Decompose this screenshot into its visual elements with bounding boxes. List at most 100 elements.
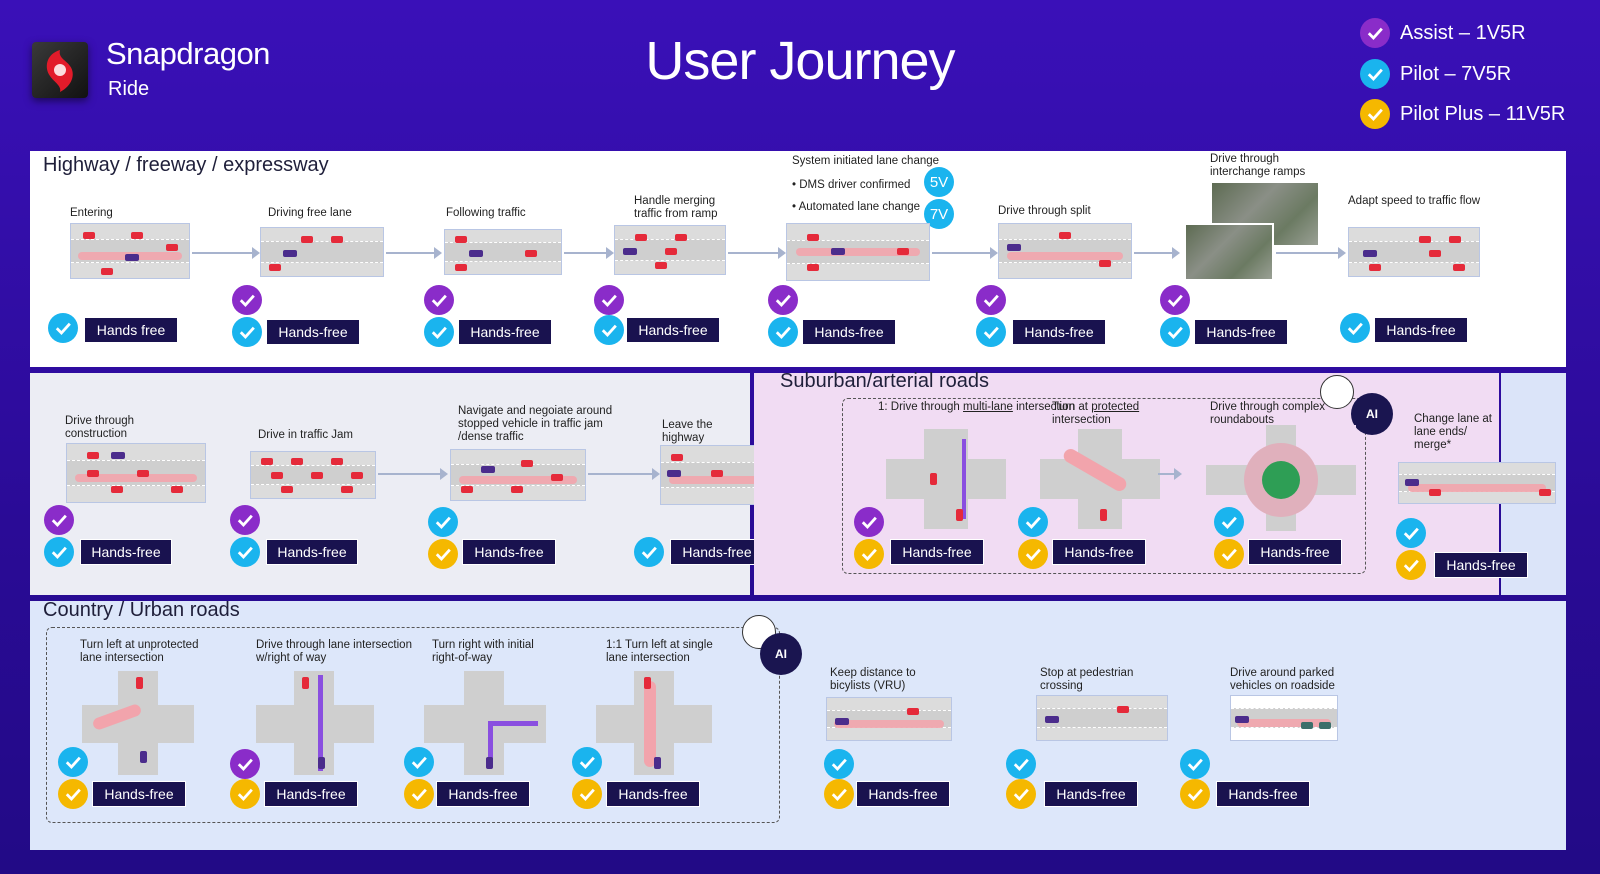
hands-free-badge: Hands-free — [1248, 539, 1342, 565]
hands-free-badge: Hands-free — [1216, 781, 1310, 807]
hands-free-badge: Hands-free — [1044, 781, 1138, 807]
legend-pilot: Pilot – 7V5R — [1360, 58, 1511, 90]
camera-count-badge: 5V — [924, 167, 954, 197]
step-label: Following traffic — [446, 207, 526, 219]
check-yellow-icon — [572, 779, 602, 809]
flow-arrow — [932, 247, 998, 259]
hands-free-badge: Hands-free — [1374, 317, 1468, 343]
highway-panel: Highway / freeway / expressway Entering … — [30, 151, 1566, 367]
hands-free-badge: Hands free — [84, 317, 178, 343]
step-label: Adapt speed to traffic flow — [1348, 195, 1481, 207]
section-title-suburban: Suburban/arterial roads — [780, 370, 990, 392]
check-blue-icon — [824, 749, 854, 779]
scenario-image — [826, 697, 952, 741]
step-label: Turn at protected intersection — [1052, 401, 1140, 426]
scenario-image — [250, 451, 376, 499]
check-blue-icon — [230, 537, 260, 567]
step-label: Leave the highway — [662, 419, 713, 444]
check-blue-icon — [1160, 317, 1190, 347]
check-blue-icon — [424, 317, 454, 347]
check-blue-icon — [44, 537, 74, 567]
check-purple-icon — [768, 285, 798, 315]
check-yellow-icon — [824, 779, 854, 809]
roundabout-image — [1206, 425, 1356, 531]
step-bullet: • Automated lane change — [792, 201, 921, 213]
legend-pilot-plus: Pilot Plus – 11V5R — [1360, 98, 1565, 130]
flow-arrow — [192, 247, 260, 259]
check-blue-icon — [594, 315, 624, 345]
step-bullet: • DMS driver confirmed — [792, 179, 911, 191]
flow-arrow — [588, 468, 660, 480]
intersection-image — [256, 671, 374, 775]
check-purple-icon — [1360, 18, 1390, 48]
scenario-image — [66, 443, 206, 503]
check-purple-icon — [232, 285, 262, 315]
ai-brain-icon: AI — [760, 633, 802, 675]
check-yellow-icon — [1396, 550, 1426, 580]
step-label: Keep distance to bicylists (VRU) — [830, 667, 916, 692]
ai-scenarios-group — [842, 398, 1366, 574]
check-yellow-icon — [854, 539, 884, 569]
scenario-image — [1230, 695, 1338, 741]
intersection-image — [886, 429, 1006, 529]
intersection-image — [82, 671, 194, 775]
legend-label: Pilot – 7V5R — [1400, 62, 1512, 85]
country-panel: Country / Urban roads AI Turn left at un… — [30, 599, 1566, 850]
check-blue-icon — [768, 317, 798, 347]
intersection-image — [1040, 429, 1160, 529]
aerial-photo — [1184, 223, 1274, 281]
step-label: System initiated lane change — [792, 155, 940, 167]
hands-free-badge: Hands-free — [436, 781, 530, 807]
scenario-image — [450, 449, 586, 501]
check-blue-icon — [634, 537, 664, 567]
check-blue-icon — [976, 317, 1006, 347]
check-blue-icon — [58, 747, 88, 777]
check-blue-icon — [1006, 749, 1036, 779]
hands-free-badge: Hands-free — [264, 781, 358, 807]
hands-free-badge: Hands-free — [856, 781, 950, 807]
check-yellow-icon — [1018, 539, 1048, 569]
scenario-image — [786, 223, 930, 281]
step-label: Stop at pedestrian crossing — [1040, 667, 1134, 692]
check-purple-icon — [1160, 285, 1190, 315]
ai-brain-icon: AI — [1351, 393, 1393, 435]
check-blue-icon — [1360, 59, 1390, 89]
step-label: Handle merging traffic from ramp — [634, 195, 718, 220]
hands-free-badge: Hands-free — [92, 781, 186, 807]
check-blue-icon — [48, 313, 78, 343]
check-purple-icon — [230, 505, 260, 535]
brand-name: Snapdragon — [106, 36, 270, 71]
legend-label: Assist – 1V5R — [1400, 21, 1526, 44]
check-purple-icon — [594, 285, 624, 315]
camera-icon — [1320, 375, 1354, 409]
check-blue-icon — [404, 747, 434, 777]
step-label: Turn left at unprotected lane intersecti… — [80, 639, 199, 664]
check-blue-icon — [1018, 507, 1048, 537]
check-blue-icon — [428, 507, 458, 537]
scenario-image — [614, 225, 726, 275]
page-title: User Journey — [645, 31, 955, 91]
check-yellow-icon — [428, 539, 458, 569]
check-purple-icon — [854, 507, 884, 537]
flow-arrow — [564, 247, 614, 259]
check-blue-icon — [232, 317, 262, 347]
step-label: Entering — [70, 207, 113, 219]
scenario-image — [444, 229, 562, 275]
step-label: Drive through complex roundabouts — [1210, 401, 1326, 426]
hands-free-badge: Hands-free — [1012, 319, 1106, 345]
check-yellow-icon — [1180, 779, 1210, 809]
check-blue-icon — [572, 747, 602, 777]
hands-free-badge: Hands-free — [890, 539, 984, 565]
step-label: 1:1 Turn left at single lane intersectio… — [606, 639, 713, 664]
hands-free-badge: Hands-free — [626, 317, 720, 343]
flow-arrow — [386, 247, 442, 259]
flow-arrow — [728, 247, 786, 259]
legend-label: Pilot Plus – 11V5R — [1400, 102, 1566, 125]
step-label: Drive through split — [998, 205, 1091, 217]
hands-free-badge: Hands-free — [1194, 319, 1288, 345]
check-blue-icon — [1214, 507, 1244, 537]
step-label: Drive through lane intersection w/right … — [256, 639, 412, 664]
check-purple-icon — [976, 285, 1006, 315]
check-yellow-icon — [230, 779, 260, 809]
section-title-country: Country / Urban roads — [43, 599, 240, 621]
